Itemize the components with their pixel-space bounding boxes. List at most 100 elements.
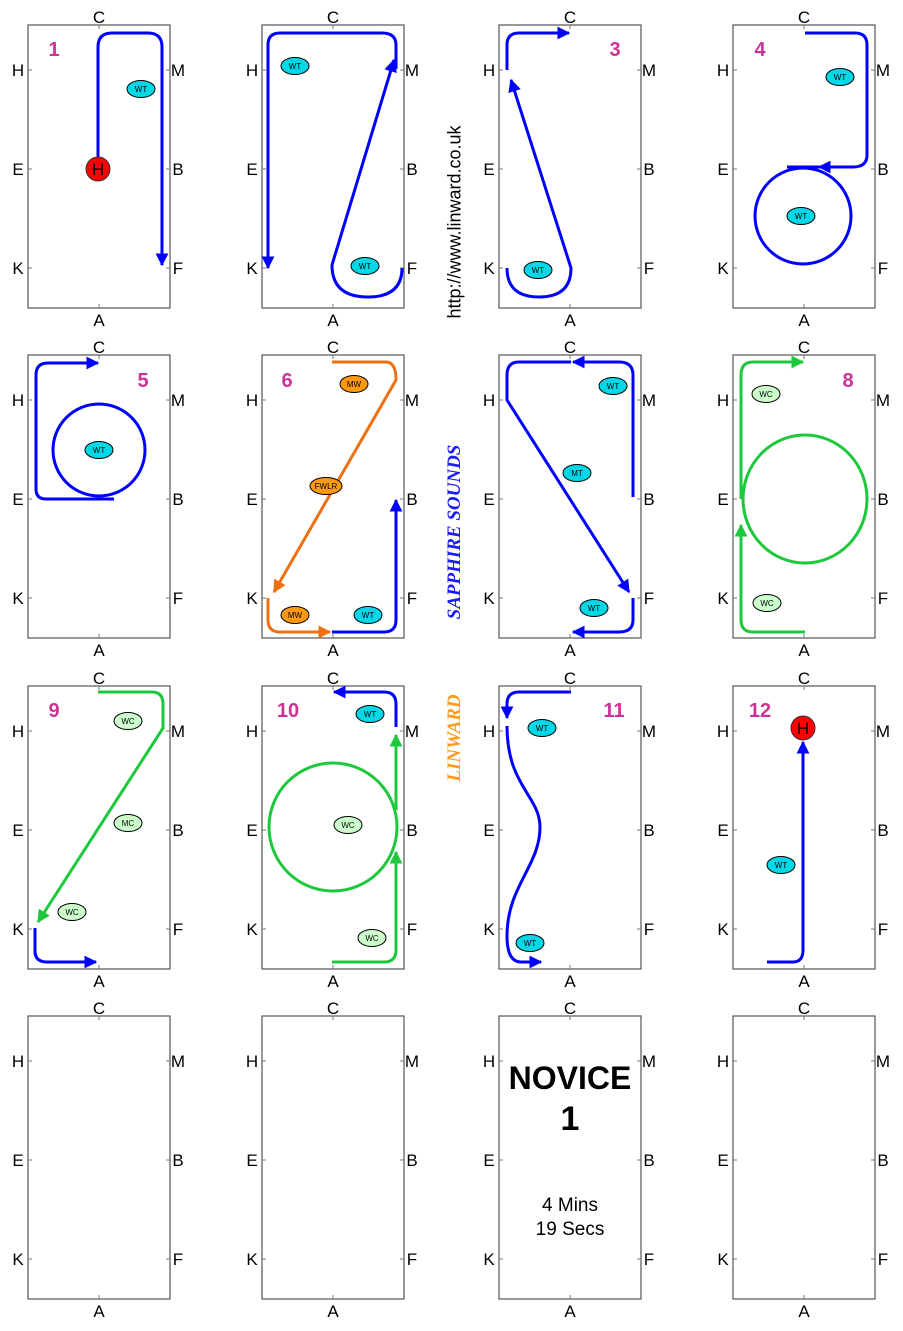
letter-k: K: [246, 920, 258, 939]
letter-a: A: [798, 311, 810, 330]
letter-b: B: [172, 160, 183, 179]
letter-h: H: [12, 61, 24, 80]
letter-b: B: [406, 490, 417, 509]
letter-f: F: [407, 589, 417, 608]
gait-badge-label: WT: [359, 262, 372, 271]
arena-border: [27, 1015, 171, 1300]
gait-badge: MW: [339, 375, 369, 393]
letter-f: F: [407, 1250, 417, 1269]
route-path: [272, 360, 398, 594]
letter-c: C: [564, 669, 576, 688]
route-path: [505, 360, 631, 594]
letter-b: B: [172, 821, 183, 840]
letter-c: C: [798, 8, 810, 27]
letter-f: F: [878, 589, 888, 608]
gait-badge-label: MW: [288, 611, 303, 620]
arena: WT5: [27, 354, 171, 639]
route-path: [261, 31, 398, 270]
route-path: [505, 26, 571, 70]
gait-badge-label: WC: [759, 390, 773, 399]
gait-badge: WC: [333, 816, 363, 834]
letter-m: M: [642, 391, 656, 410]
letter-c: C: [327, 999, 339, 1018]
letter-k: K: [12, 259, 24, 278]
arena-border: [261, 685, 405, 970]
letter-m: M: [171, 1052, 185, 1071]
movement-number: 1: [48, 39, 59, 61]
letter-e: E: [12, 1151, 23, 1170]
letter-a: A: [327, 311, 339, 330]
letter-b: B: [406, 160, 417, 179]
arena-border: [261, 354, 405, 639]
letter-k: K: [483, 589, 495, 608]
gait-badge-label: WT: [532, 266, 545, 275]
halt-label: H: [92, 160, 104, 179]
letter-k: K: [246, 1250, 258, 1269]
letter-h: H: [246, 391, 258, 410]
duration-minutes: 4 Mins: [542, 1195, 598, 1216]
letter-b: B: [406, 821, 417, 840]
letter-b: B: [877, 490, 888, 509]
letter-f: F: [173, 259, 183, 278]
gait-badge-label: WT: [289, 62, 302, 71]
gait-badge: WT: [766, 856, 796, 874]
letter-c: C: [93, 338, 105, 357]
letter-f: F: [173, 920, 183, 939]
letter-b: B: [172, 1151, 183, 1170]
gait-badge: WT: [126, 80, 156, 98]
gait-badge: WT: [280, 57, 310, 75]
route-path: [96, 31, 169, 267]
letter-m: M: [405, 391, 419, 410]
gait-badge-label: WT: [524, 939, 537, 948]
brand-linward: LINWARD: [444, 694, 465, 782]
letter-k: K: [483, 920, 495, 939]
letter-k: K: [246, 589, 258, 608]
letter-c: C: [327, 338, 339, 357]
gait-badge-label: WT: [834, 73, 847, 82]
letter-k: K: [12, 920, 24, 939]
letter-h: H: [246, 722, 258, 741]
letter-e: E: [717, 160, 728, 179]
gait-badge-label: WT: [795, 212, 808, 221]
letter-h: H: [483, 61, 495, 80]
letter-c: C: [798, 669, 810, 688]
movement-number: 6: [281, 370, 292, 392]
gait-badge: WC: [113, 712, 143, 730]
letter-m: M: [405, 1052, 419, 1071]
gait-badge: WT: [84, 441, 114, 459]
letter-m: M: [876, 722, 890, 741]
letter-c: C: [93, 669, 105, 688]
circle-figure: [51, 402, 147, 498]
route-path: [332, 850, 403, 964]
letter-b: B: [406, 1151, 417, 1170]
letter-a: A: [564, 641, 576, 660]
letter-a: A: [564, 972, 576, 991]
letter-b: B: [877, 160, 888, 179]
letter-h: H: [717, 61, 729, 80]
letter-e: E: [483, 821, 494, 840]
letter-m: M: [876, 61, 890, 80]
letter-h: H: [717, 722, 729, 741]
gait-badge: WT: [825, 68, 855, 86]
letter-a: A: [798, 1302, 810, 1321]
letter-a: A: [798, 641, 810, 660]
arena-border: [498, 1015, 642, 1300]
route-path: [734, 523, 805, 634]
letter-c: C: [798, 338, 810, 357]
movement-number: 10: [277, 700, 299, 722]
gait-badge-label: WC: [365, 934, 379, 943]
letter-h: H: [483, 1052, 495, 1071]
route-path: [266, 598, 332, 639]
arena-border: [732, 1015, 876, 1300]
gait-badge: MT: [562, 464, 592, 482]
gait-badge-label: FWLR: [315, 482, 338, 491]
